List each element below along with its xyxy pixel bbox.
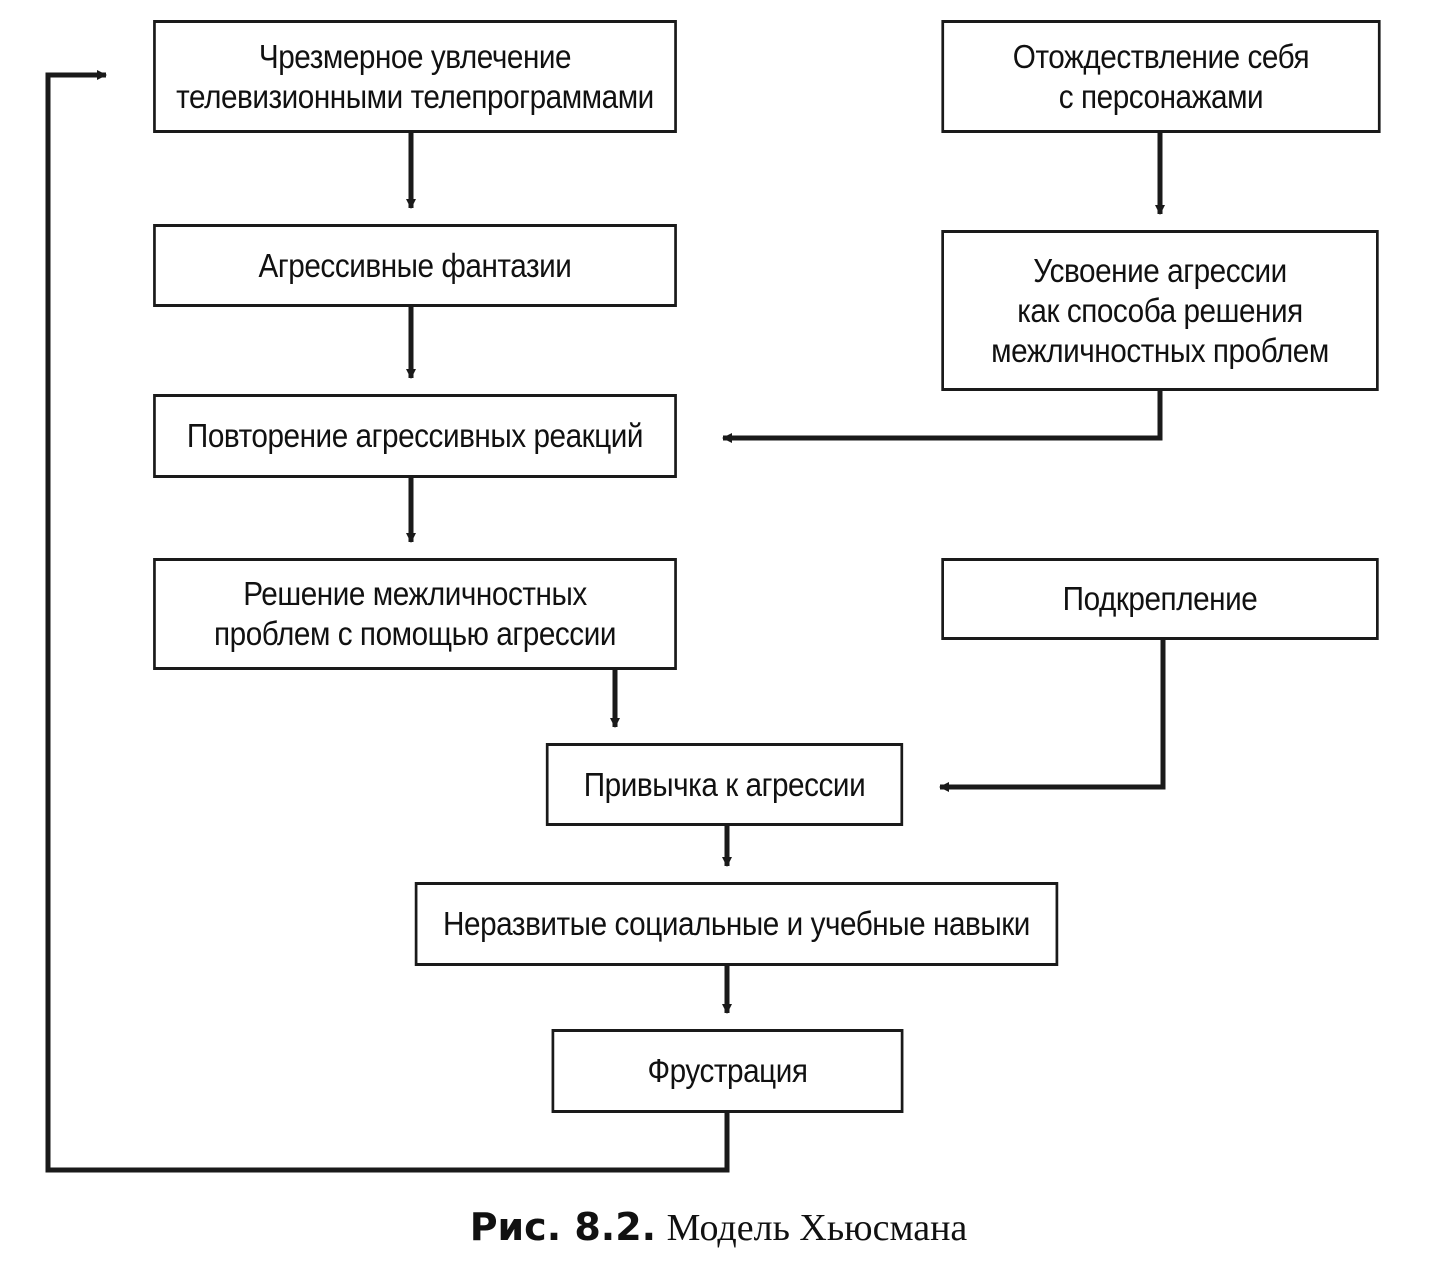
node-tv-line-2: телевизионными телепрограммами (176, 77, 654, 115)
node-habit-line-1: Привычка к агрессии (583, 765, 866, 803)
node-repetition-line-1: Повторение агрессивных реакций (186, 417, 644, 454)
node-solving-line-2: проблем с помощью агрессии (214, 615, 616, 652)
node-learning: Усвоение агрессии как способа решения ме… (941, 230, 1379, 391)
figure-caption: Рис. 8.2. Модель Хьюсмана (0, 1203, 1437, 1252)
figure-title: Модель Хьюсмана (666, 1207, 968, 1249)
node-skills: Неразвитые социальные и учебные навыки (414, 882, 1059, 966)
node-reinforcement: Подкрепление (941, 558, 1379, 640)
node-fantasies-line-1: Агрессивные фантазии (258, 246, 572, 284)
node-learning-line-2: как способа решения (1017, 291, 1303, 329)
edge-frustration-to-tv (45, 70, 730, 1173)
node-identification-line-2: с персонажами (1058, 77, 1264, 115)
node-tv-line-1: Чрезмерное увлечение (258, 37, 572, 75)
node-fantasies: Агрессивные фантазии (153, 224, 677, 307)
figure-number: Рис. 8.2. (469, 1205, 657, 1249)
node-frustration-line-1: Фрустрация (647, 1052, 808, 1089)
node-identification-line-1: Отождествление себя (1012, 37, 1310, 75)
edge-reinforcement-to-habit (939, 640, 1166, 792)
node-habit: Привычка к агрессии (545, 743, 904, 826)
node-learning-line-3: межличностных проблем (991, 331, 1329, 369)
node-frustration: Фрустрация (551, 1029, 904, 1113)
node-solving-line-1: Решение межличностных (243, 575, 587, 612)
node-solving: Решение межличностных проблем с помощью … (153, 558, 677, 670)
node-tv: Чрезмерное увлечение телевизионными теле… (153, 20, 677, 133)
node-identification: Отождествление себя с персонажами (941, 20, 1381, 133)
edge-learning-to-repetition (722, 391, 1163, 443)
node-repetition: Повторение агрессивных реакций (153, 394, 677, 478)
node-skills-line-1: Неразвитые социальные и учебные навыки (443, 905, 1030, 942)
node-reinforcement-line-1: Подкрепление (1062, 580, 1258, 617)
node-learning-line-1: Усвоение агрессии (1033, 251, 1287, 289)
